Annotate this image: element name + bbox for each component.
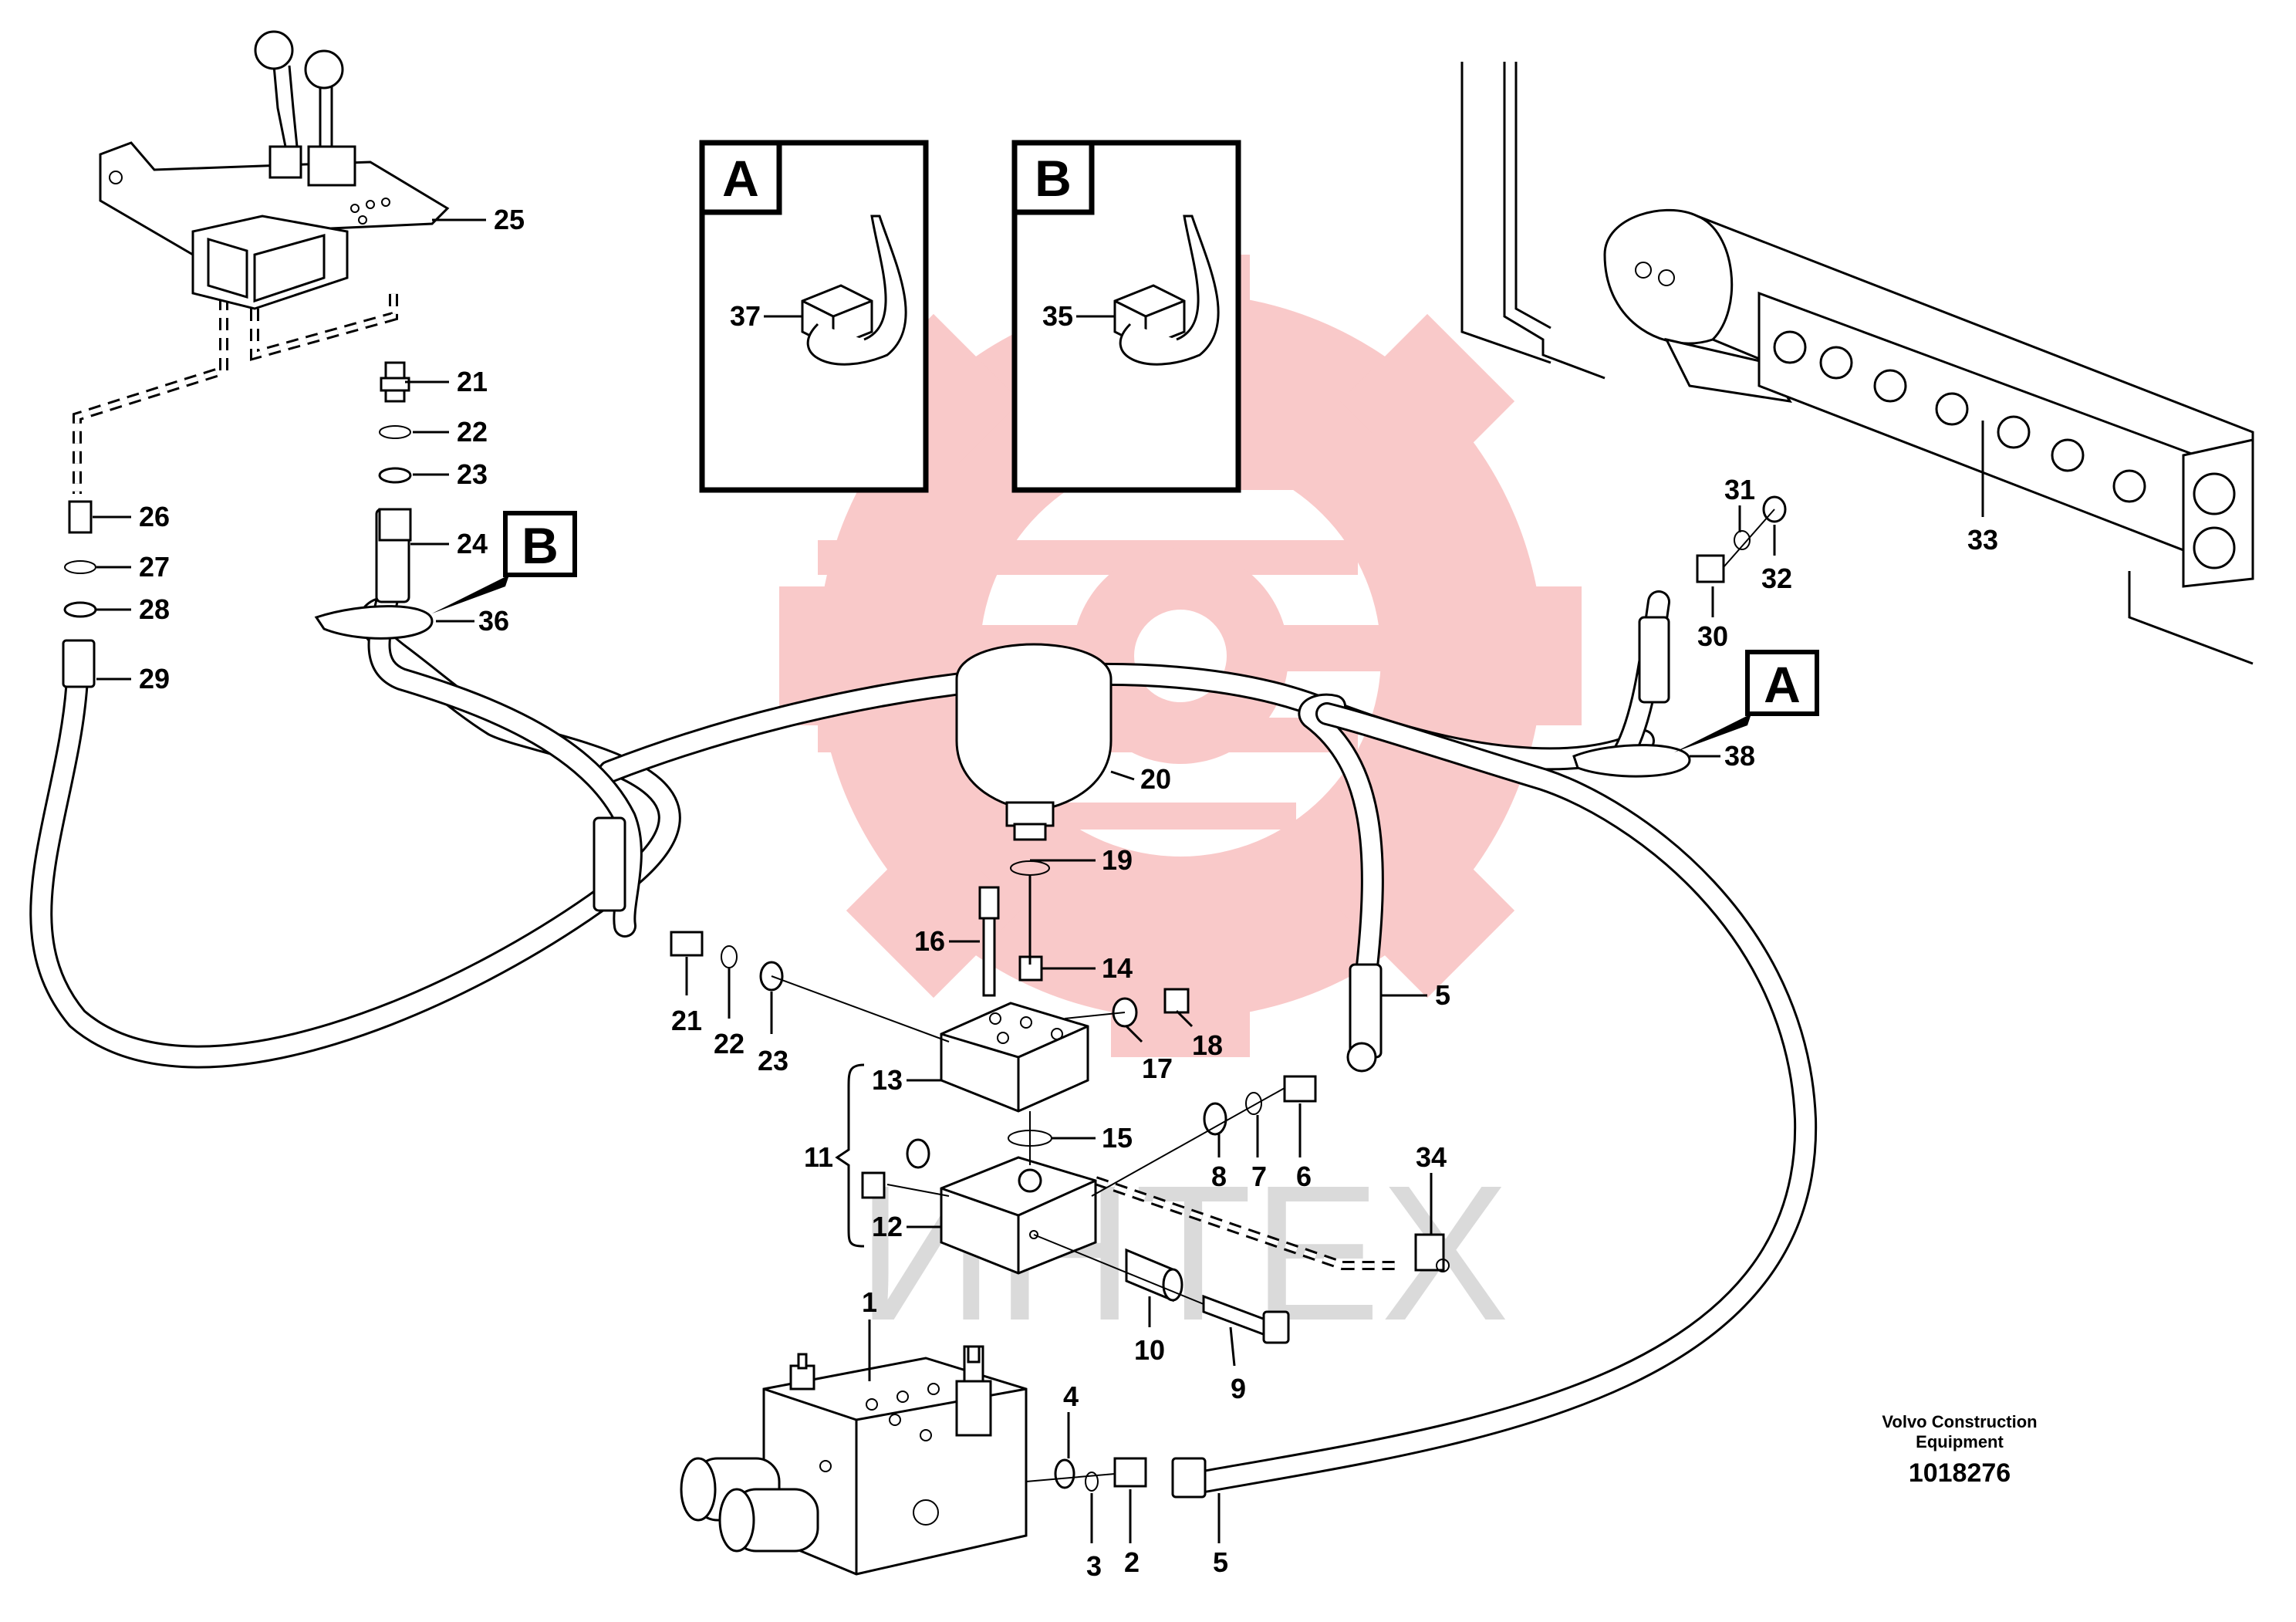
callout-26: 26 — [139, 501, 170, 532]
callout-22-lower: 22 — [714, 1028, 745, 1059]
callout-10: 10 — [1134, 1334, 1165, 1366]
block-13 — [940, 1002, 1089, 1113]
callout-33: 33 — [1967, 524, 1998, 556]
callout-23-lower: 23 — [758, 1045, 788, 1076]
callout-20: 20 — [1140, 763, 1171, 795]
callout-23-upper: 23 — [457, 458, 488, 490]
callout-9: 9 — [1231, 1373, 1246, 1404]
solenoid-1b — [718, 1488, 819, 1553]
callout-24: 24 — [457, 528, 488, 559]
callout-28: 28 — [139, 593, 170, 625]
callout-35: 35 — [1042, 300, 1073, 332]
detail-box-a: A 37 — [699, 140, 929, 493]
callout-25: 25 — [494, 204, 525, 235]
callout-13: 13 — [872, 1064, 903, 1096]
washer-11b — [906, 1138, 930, 1169]
callout-15: 15 — [1102, 1122, 1133, 1154]
callout-7: 7 — [1251, 1161, 1267, 1192]
callout-37: 37 — [730, 300, 761, 332]
callout-22-upper: 22 — [457, 416, 488, 448]
fitting-stack-left — [63, 500, 97, 618]
detail-box-b-letter: B — [1035, 150, 1072, 207]
fitting-stack-upper — [378, 361, 412, 542]
detail-box-b: B 35 — [1011, 140, 1241, 493]
fittings-left-of-block — [670, 931, 784, 992]
callout-19: 19 — [1102, 844, 1133, 876]
nipple-2 — [1113, 1457, 1147, 1488]
document-number: 1018276 — [1909, 1458, 2011, 1488]
callout-18: 18 — [1192, 1029, 1223, 1061]
document-caption: Volvo Construction Equipment 1018276 — [1882, 1412, 2037, 1488]
electric-cable — [73, 278, 1396, 1270]
accumulator — [955, 643, 1113, 876]
marker-b-letter: B — [522, 517, 559, 574]
marker-a-letter: A — [1764, 656, 1801, 713]
marker-b: B 36 — [432, 511, 577, 637]
callout-11: 11 — [804, 1141, 833, 1173]
callout-36: 36 — [478, 605, 509, 637]
callout-38: 38 — [1724, 740, 1755, 772]
callout-31: 31 — [1724, 474, 1755, 505]
o-ring-31 — [1734, 530, 1751, 550]
callout-numbers: 25 21 22 23 24 26 27 28 29 20 19 16 14 1… — [139, 204, 1998, 1582]
connector-34 — [1414, 1233, 1450, 1272]
fittings-right-of-block — [1112, 988, 1377, 1136]
caption-company-line2: Equipment — [1916, 1432, 2004, 1451]
cable-tie-36 — [314, 605, 434, 640]
sleeve-10 — [1125, 1248, 1183, 1303]
callout-17: 17 — [1142, 1053, 1173, 1084]
cable-tie-38 — [1572, 744, 1691, 778]
callout-16: 16 — [914, 925, 945, 957]
detail-box-a-letter: A — [722, 150, 759, 207]
callout-21-upper: 21 — [457, 366, 488, 397]
callout-29: 29 — [139, 663, 170, 694]
boom-arm — [1460, 62, 2254, 665]
callout-2: 2 — [1124, 1546, 1140, 1578]
caption-company-line1: Volvo Construction — [1882, 1412, 2037, 1431]
callout-27: 27 — [139, 551, 170, 583]
bolt-9 — [1202, 1294, 1290, 1344]
callout-34: 34 — [1416, 1141, 1447, 1173]
bolt-16 — [978, 886, 1000, 997]
callout-14: 14 — [1102, 952, 1133, 984]
callout-5-upper: 5 — [1435, 979, 1450, 1011]
callout-32: 32 — [1761, 563, 1792, 594]
callout-12: 12 — [872, 1211, 903, 1242]
control-lever-assembly — [99, 30, 450, 310]
nipple-30 — [1696, 554, 1725, 583]
callout-1: 1 — [862, 1286, 877, 1318]
o-ring-3 — [1085, 1472, 1099, 1492]
watermark-text: ИНТЕХ — [856, 1145, 1509, 1360]
leader-lines — [93, 218, 1984, 1543]
callout-3: 3 — [1086, 1550, 1102, 1582]
callout-30: 30 — [1697, 620, 1728, 652]
plug-11a — [861, 1171, 886, 1199]
marker-a: A 38 — [1674, 650, 1819, 772]
callout-4: 4 — [1063, 1380, 1079, 1412]
callout-5-lower: 5 — [1213, 1546, 1228, 1578]
washer-4 — [1054, 1458, 1075, 1489]
callout-6: 6 — [1296, 1161, 1312, 1192]
callout-21-lower: 21 — [671, 1005, 702, 1036]
callout-8: 8 — [1211, 1161, 1227, 1192]
